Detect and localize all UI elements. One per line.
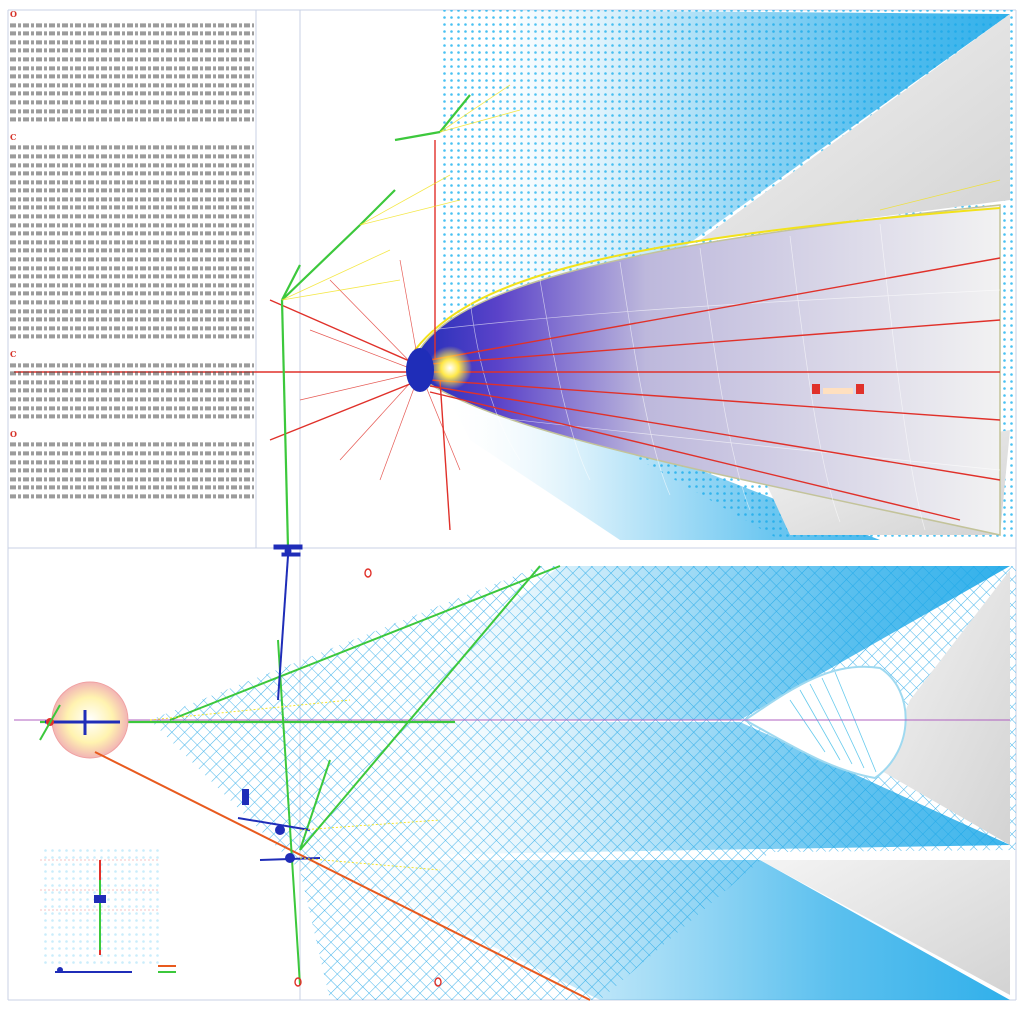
source-sphere [51,681,129,759]
green-construct-bottom [169,565,561,986]
legend-line-green [158,971,176,973]
lens-ellipse [743,665,907,780]
paragraph-4: O [10,429,254,501]
gray-facet-b2 [760,860,1010,995]
text-panel: O C C O [10,10,254,540]
paragraph-1: O [10,10,254,124]
focus-core [406,348,434,392]
cyan-band-lower [320,860,1010,1000]
yellow-fans-top [281,84,1001,301]
cone-hull [409,204,1001,536]
marker-circles [294,568,442,987]
origin-marker-icon [39,704,120,741]
bottom-panel [14,555,1016,1001]
cyan-band-middle [360,722,1010,855]
axis-arrow-icon [237,789,321,863]
red-end-markers [812,384,864,394]
cyan-band-upper [360,566,1010,720]
orange-ray-diagonal [94,751,591,1001]
lens-node-icon [273,544,303,557]
focus-glow [428,346,472,390]
hull-grid [429,223,1001,531]
gray-facet-upper [700,14,1010,240]
blue-vertical [277,555,289,701]
paragraph-2: C [10,132,254,341]
legend-block [158,963,254,977]
cone-rim-yellow [414,207,1001,351]
yellow-fans-bottom [149,699,441,871]
gray-facet-b1 [880,570,1010,845]
paragraph-3: C [10,350,254,421]
legend-line-orange [158,965,176,967]
inset-chart [40,845,160,973]
green-construct-top [280,94,471,549]
lens-hatch [789,671,877,773]
top-panel [14,10,1016,557]
